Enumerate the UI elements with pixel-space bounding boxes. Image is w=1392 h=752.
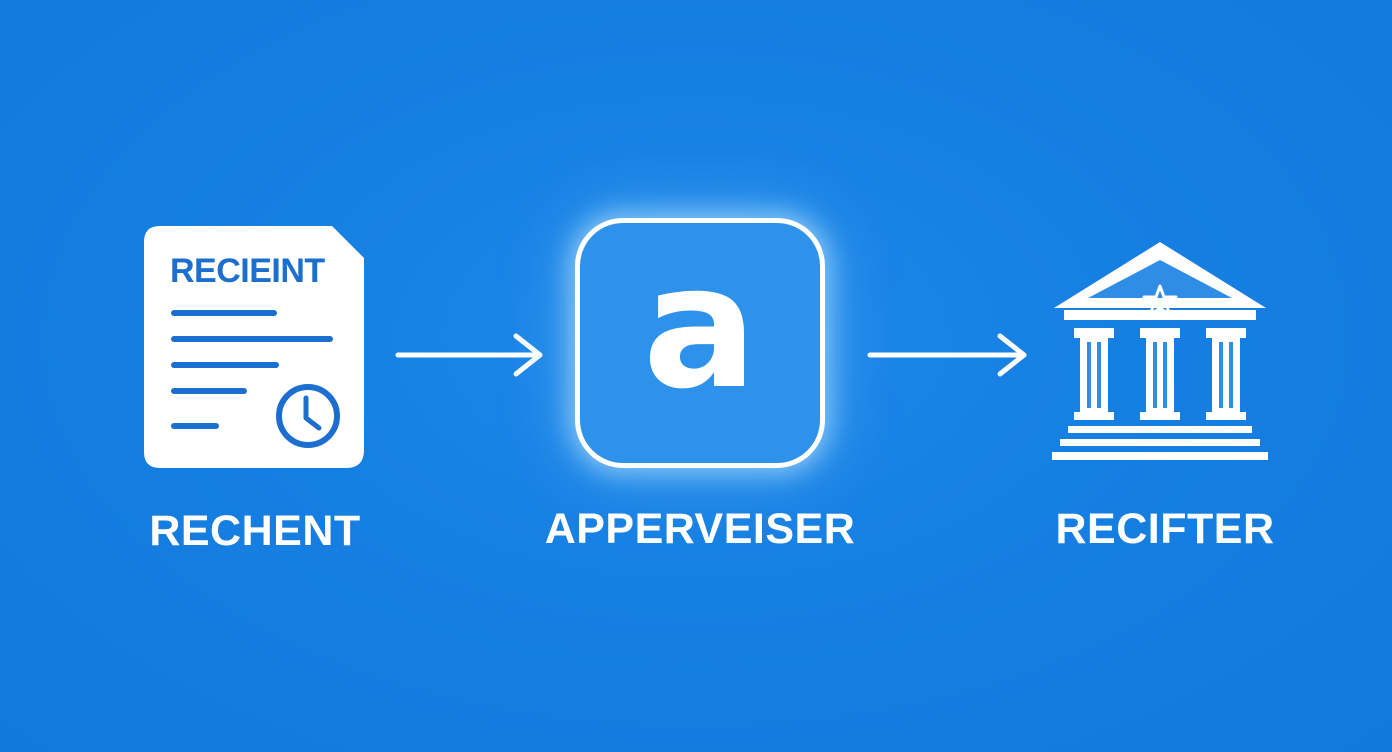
document-node-label: RECHENT (149, 507, 361, 555)
document-clock-icon (144, 226, 364, 468)
document-node: RECIEINT (140, 222, 368, 472)
app-node-label: APPERVEISER (544, 505, 856, 553)
app-node: a (575, 218, 825, 468)
app-a-icon: a (642, 229, 758, 427)
arrow-right-icon (867, 333, 1027, 377)
document-heading-text: RECIEINT (170, 252, 325, 290)
arrow-right-icon (395, 333, 543, 377)
bank-building-icon (1052, 242, 1268, 460)
bank-node-label: RECIFTER (1055, 505, 1275, 553)
